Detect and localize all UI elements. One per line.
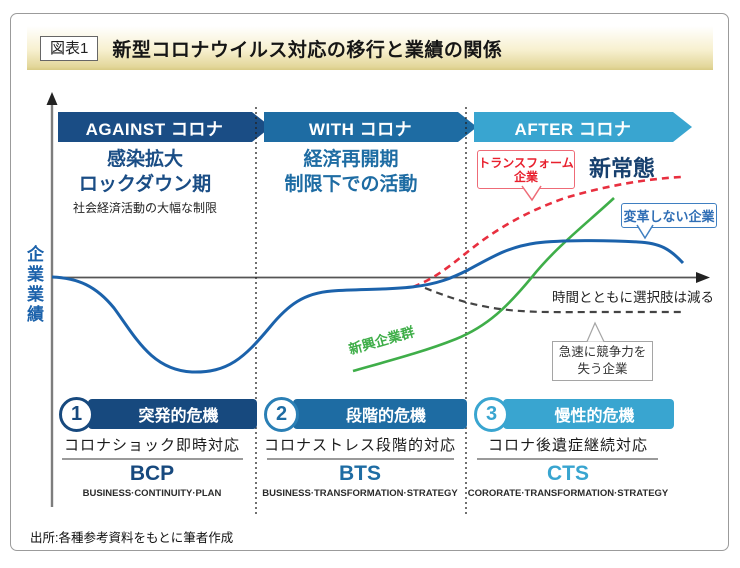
phase-banner-after: AFTER コロナ [474,112,692,142]
phase-banner-after-label: AFTER コロナ [514,119,632,139]
transform-callout-line1: トランスフォーム [478,155,574,170]
phase-banner-against: AGAINST コロナ [58,112,271,142]
stage1-crisis-banner: 突発的危機 [88,399,257,429]
transform-callout-line2: 企業 [513,169,538,184]
stage1-response: コロナショック即時対応 [63,437,240,454]
stage1-divider [62,458,243,460]
stage3-crisis-label: 慢性的危機 [554,408,635,425]
phase-with-line1: 経済再開期 [303,149,399,170]
time-note: 時間とともに選択肢は減る [552,290,714,305]
page-title: 新型コロナウイルス対応の移行と業績の関係 [112,39,503,61]
stage2-acronym: BTS [339,462,381,485]
stage3-divider [477,458,658,460]
phase-against-line2: ロックダウン期 [78,174,212,195]
stage2-divider [267,458,454,460]
phase-against-note: 社会経済活動の大幅な制限 [72,201,217,215]
stage2-number-badge: 2 [264,397,299,432]
stage3-response: コロナ後遺症継続対応 [487,437,648,454]
phase-against-line1: 感染拡大 [106,149,183,170]
losing-companies-callout: 急速に競争力を 失う企業 [552,341,653,381]
phase-with-description: 経済再開期 制限下での活動 [264,147,438,197]
losing-callout-line1: 急速に競争力を [558,345,647,359]
source-note: 出所:各種参考資料をもとに筆者作成 [30,531,234,545]
stage3-crisis-banner: 慢性的危機 [503,399,674,429]
phase-after-description: 新常態 [588,156,655,181]
phase-banner-with-label: WITH コロナ [308,119,413,139]
phase-against-description: 感染拡大 ロックダウン期 [58,147,232,197]
stage3-number: 3 [485,403,498,425]
stage2-full-name: BUSINESS·TRANSFORMATION·STRATEGY [262,488,458,499]
stage2-crisis-label: 段階的危機 [345,408,426,425]
title-band: 図表1 新型コロナウイルス対応の移行と業績の関係 [27,26,713,70]
no-change-callout-label: 変革しない企業 [623,209,715,224]
stage2-crisis-banner: 段階的危機 [293,399,467,429]
stage1-acronym: BCP [129,462,175,485]
y-axis-label: 企業業績 [24,245,43,325]
stage3-number-badge: 3 [474,397,509,432]
stage3-acronym: CTS [547,462,589,485]
stage1-full-name: BUSINESS·CONTINUITY·PLAN [82,488,222,499]
phase-banner-against-label: AGAINST コロナ [85,119,224,139]
stage1-crisis-label: 突発的危機 [138,408,219,425]
phase-banner-with: WITH コロナ [264,112,477,142]
stage3-full-name: CORORATE·TRANSFORMATION·STRATEGY [467,488,669,499]
transform-companies-callout: トランスフォーム 企業 [477,150,575,189]
stage1-number: 1 [70,403,83,425]
stage1-number-badge: 1 [59,397,94,432]
figure-number-label: 図表1 [40,35,99,61]
phase-with-line2: 制限下での活動 [284,174,418,195]
losing-callout-line2: 失う企業 [577,362,628,376]
no-change-companies-callout: 変革しない企業 [621,203,717,228]
stage2-response: コロナストレス段階的対応 [263,437,456,454]
stage2-number: 2 [275,403,288,425]
